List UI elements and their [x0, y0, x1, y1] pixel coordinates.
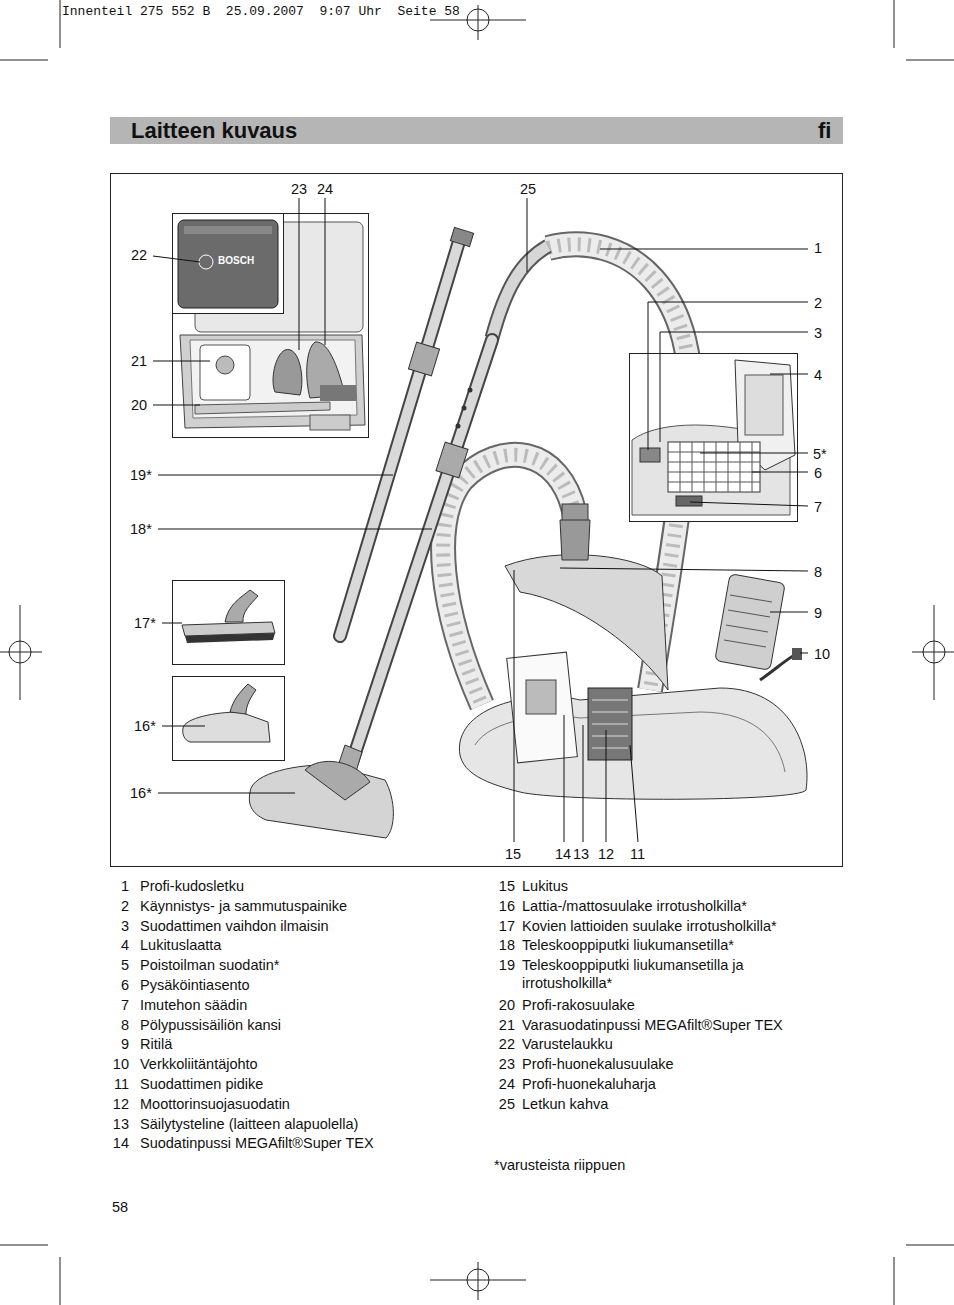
part-name: Letkun kahva [522, 1096, 822, 1113]
telescopic-tubes [340, 227, 492, 762]
part-name: Säilytysteline (laitteen alapuolella) [140, 1116, 470, 1133]
part-name: Profi-huonekalusuulake [522, 1056, 822, 1073]
callout-number: 2 [814, 295, 822, 312]
part-name: Ritilä [140, 1036, 470, 1053]
vacuum-body [459, 520, 807, 799]
callout-number: 7 [814, 499, 822, 516]
list-number: 19 [485, 957, 515, 974]
list-number: 12 [99, 1096, 129, 1113]
part-name: Profi-rakosuulake [522, 997, 822, 1014]
list-number: 7 [99, 997, 129, 1014]
list-number: 18 [485, 937, 515, 954]
filter-inset [630, 354, 798, 522]
list-number: 21 [485, 1017, 515, 1034]
list-number: 22 [485, 1036, 515, 1053]
callout-number: 14 [555, 846, 571, 863]
list-number: 23 [485, 1056, 515, 1073]
list-number: 14 [99, 1135, 129, 1152]
part-name: Teleskooppiputki liukumansetilla* [522, 937, 822, 954]
callout-number: 15 [505, 846, 521, 863]
list-number: 9 [99, 1036, 129, 1053]
callout-number: 16* [130, 785, 152, 802]
callout-number: 24 [317, 181, 333, 198]
callout-number: 23 [291, 181, 307, 198]
list-number: 5 [99, 957, 129, 974]
part-name: Pysäköintiasento [140, 977, 470, 994]
figure-frame [111, 174, 843, 867]
nozzle-insets [173, 581, 285, 761]
part-name: Suodattimen pidike [140, 1076, 470, 1093]
part-name: Profi-kudosletku [140, 878, 470, 895]
list-number: 3 [99, 918, 129, 935]
list-number: 15 [485, 878, 515, 895]
part-name: Varasuodatinpussi MEGAfilt®Super TEX [522, 1017, 822, 1034]
list-number: 13 [99, 1116, 129, 1133]
callout-number: 21 [131, 353, 147, 370]
callout-number: 10 [814, 646, 830, 663]
callout-number: 13 [573, 846, 589, 863]
list-number: 2 [99, 898, 129, 915]
list-number: 16 [485, 898, 515, 915]
leader-lines [153, 198, 808, 842]
list-number: 6 [99, 977, 129, 994]
accessory-case [173, 214, 369, 438]
list-number: 8 [99, 1017, 129, 1034]
part-name: Imutehon säädin [140, 997, 470, 1014]
list-number: 25 [485, 1096, 515, 1113]
part-name: Lukituslaatta [140, 937, 470, 954]
part-name: Käynnistys- ja sammutuspainike [140, 898, 470, 915]
part-name: Moottorinsuojasuodatin [140, 1096, 470, 1113]
part-name: Suodattimen vaihdon ilmaisin [140, 918, 470, 935]
part-name: Suodatinpussi MEGAfilt®Super TEX [140, 1135, 470, 1152]
callout-number: 4 [814, 367, 822, 384]
part-name: Lattia-/mattosuulake irrotusholkilla* [522, 898, 822, 915]
part-name: Profi-huonekaluharja [522, 1076, 822, 1093]
list-number: 17 [485, 918, 515, 935]
page-title: Laitteen kuvaus [131, 118, 297, 143]
part-name: Lukitus [522, 878, 822, 895]
callout-number: 9 [814, 605, 822, 622]
part-name: Poistoilman suodatin* [140, 957, 470, 974]
callout-number: 6 [814, 465, 822, 482]
callout-number: 19* [130, 467, 152, 484]
part-name: Teleskooppiputki liukumansetilla ja irro… [522, 957, 822, 992]
part-name: Verkkoliitäntäjohto [140, 1056, 470, 1073]
callout-number: 16* [134, 718, 156, 735]
callout-number: 8 [814, 564, 822, 581]
part-name: Pölypussisäiliön kansi [140, 1017, 470, 1034]
callout-number: 18* [130, 521, 152, 538]
list-number: 10 [99, 1056, 129, 1073]
callout-number: 1 [814, 240, 822, 257]
running-header: Innenteil 275 552 B 25.09.2007 9:07 Uhr … [62, 4, 460, 20]
callout-number: 22 [131, 247, 147, 264]
callout-number: 17* [134, 615, 156, 632]
callout-number: 25 [520, 181, 536, 198]
title-bar [110, 117, 843, 144]
part-name: Varustelaukku [522, 1036, 822, 1053]
callout-number: 12 [598, 846, 614, 863]
callout-number: 3 [814, 325, 822, 342]
callout-number: 5* [813, 446, 827, 463]
page-number: 58 [112, 1199, 128, 1216]
list-number: 20 [485, 997, 515, 1014]
list-number: 11 [99, 1076, 129, 1093]
language-code: fi [818, 118, 831, 143]
list-number: 4 [99, 937, 129, 954]
list-number: 24 [485, 1076, 515, 1093]
part-name: Kovien lattioiden suulake irrotusholkill… [522, 918, 822, 935]
callout-number: 20 [131, 397, 147, 414]
list-number: 1 [99, 878, 129, 895]
brand-mark: BOSCH [218, 255, 254, 267]
callout-number: 11 [630, 846, 645, 863]
footnote: *varusteista riippuen [494, 1157, 625, 1174]
